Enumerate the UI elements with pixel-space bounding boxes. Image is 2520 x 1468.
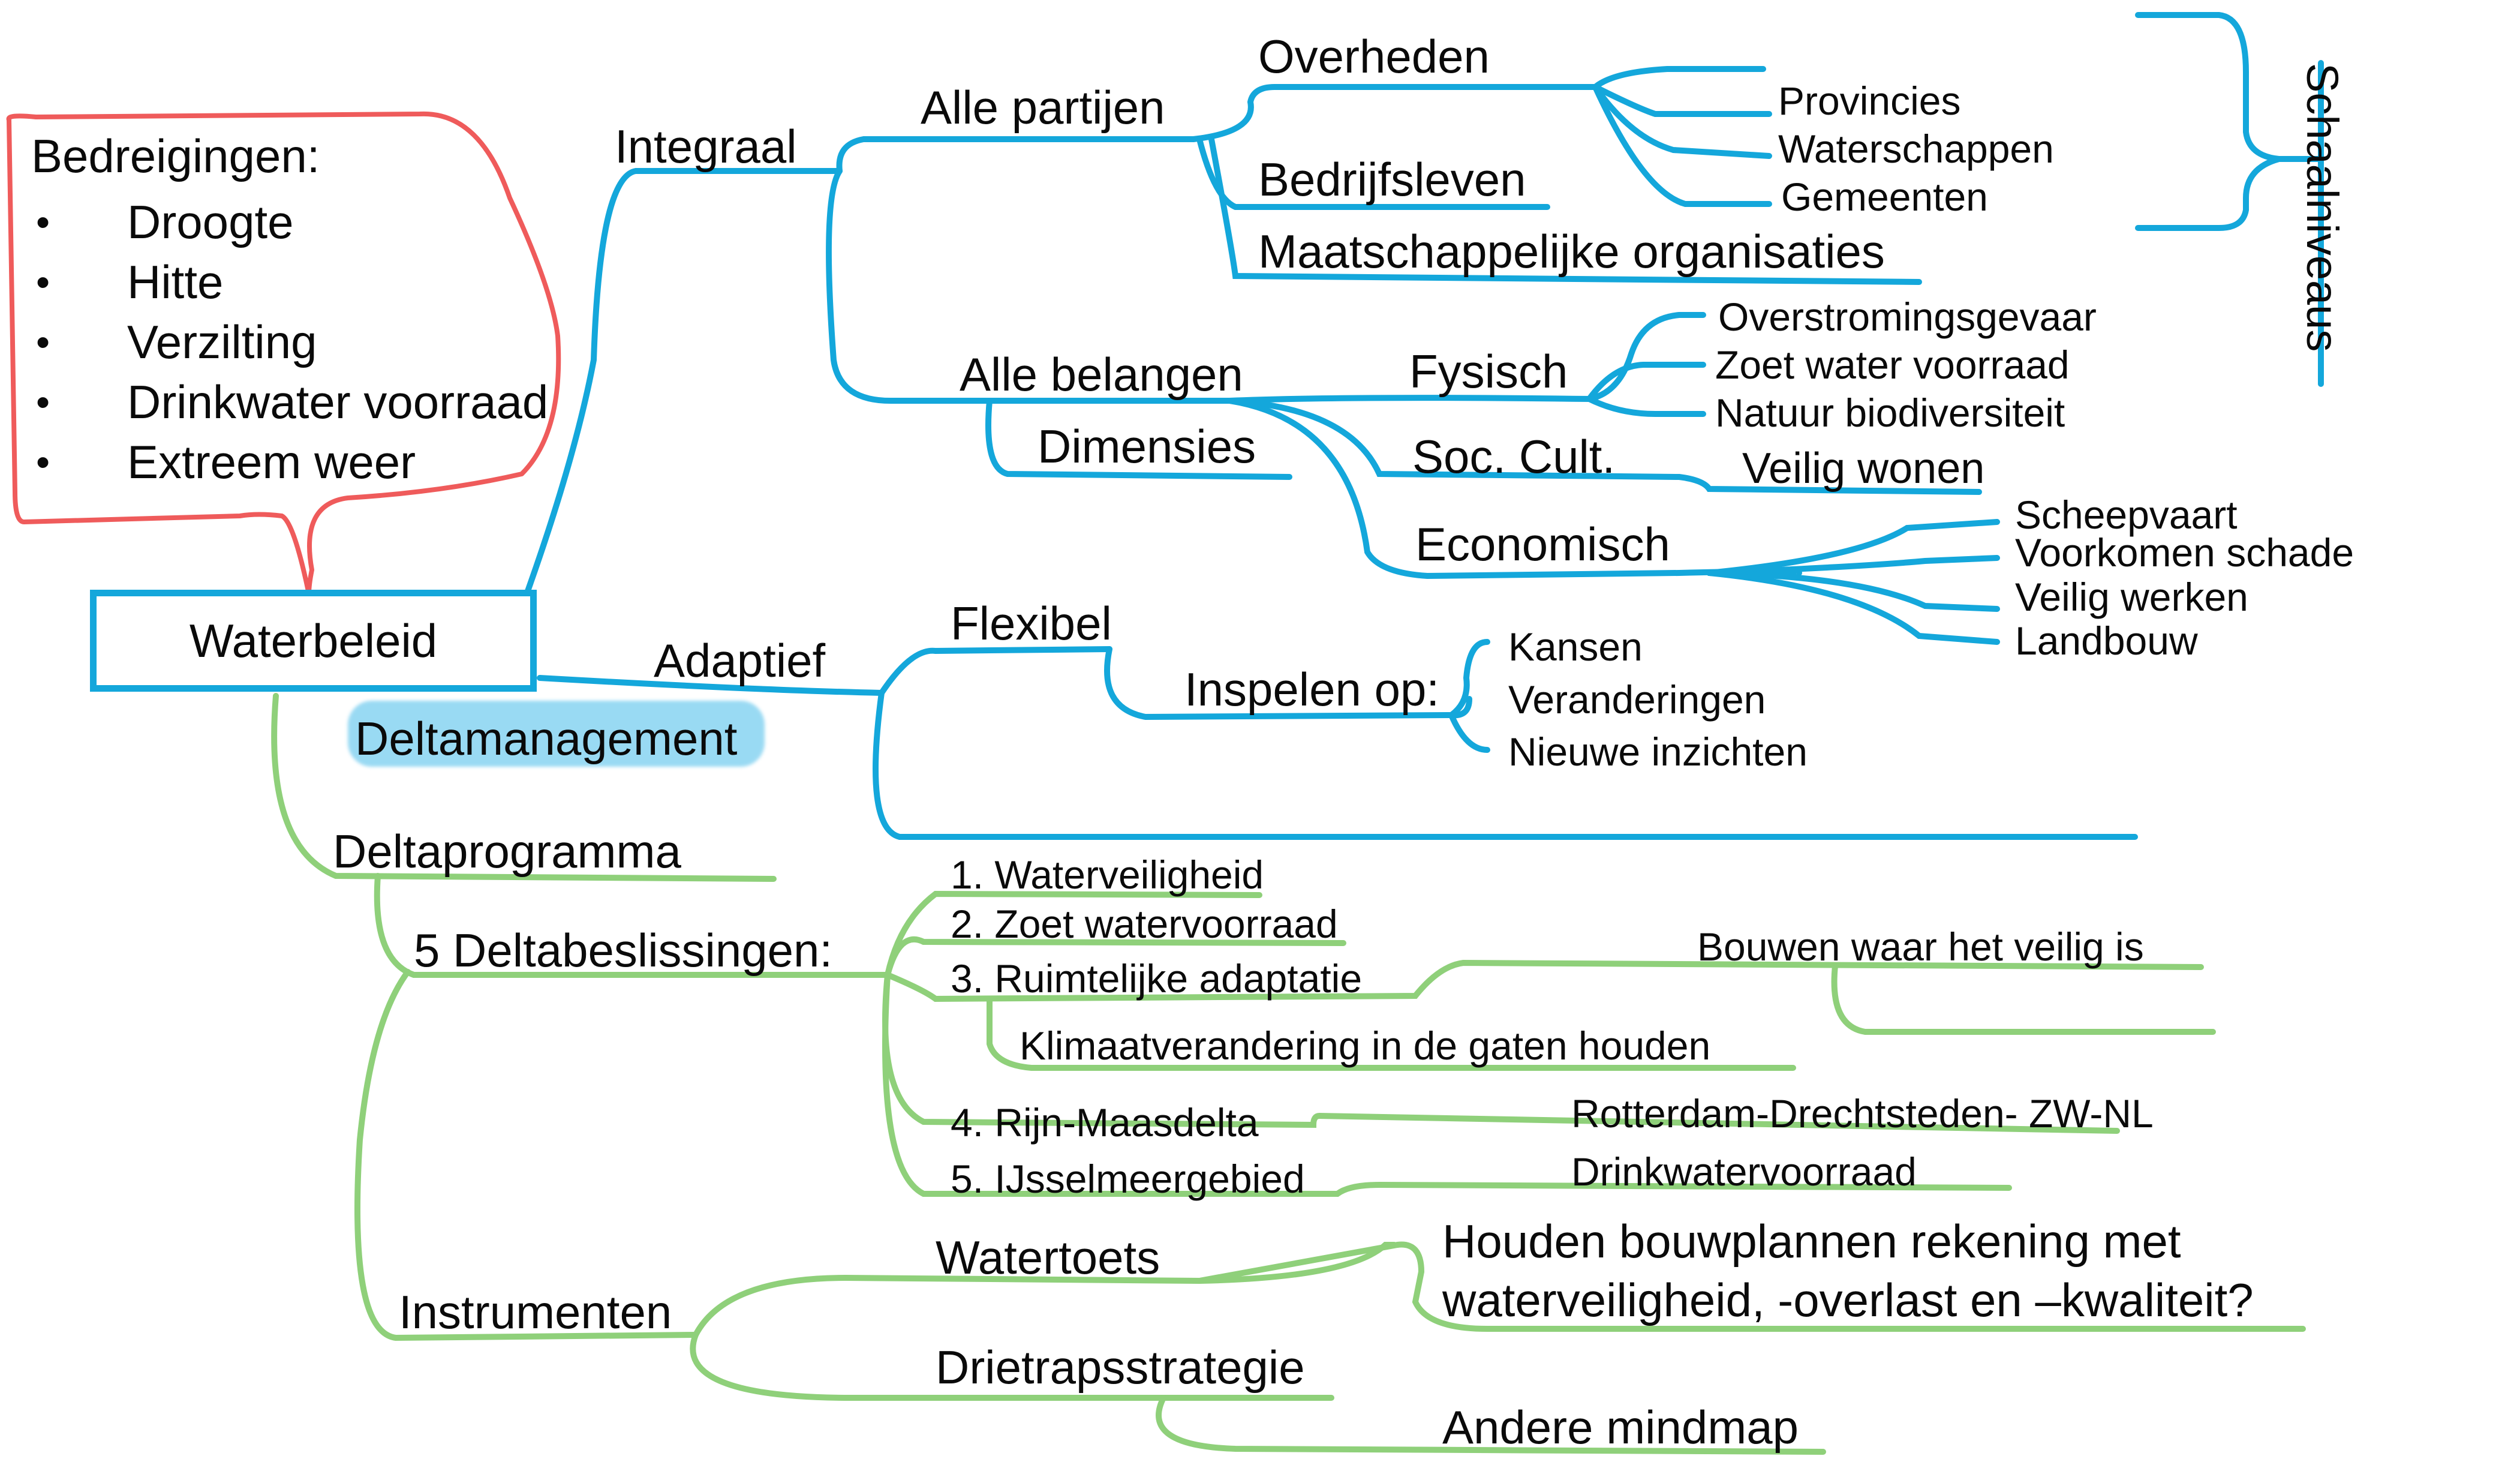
node-alle-partijen: Alle partijen <box>921 81 1165 134</box>
threat-label: Drinkwater voorraad <box>127 375 549 428</box>
node-alle-belangen: Alle belangen <box>960 348 1243 401</box>
node-drietrapsstrategie: Drietrapsstrategie <box>936 1341 1305 1394</box>
node-fysisch: Fysisch <box>1409 345 1568 398</box>
threat-item: •Extreem weer <box>36 435 416 488</box>
node-kansen: Kansen <box>1508 625 1643 669</box>
node-voorkomen-schade: Voorkomen schade <box>2015 530 2354 575</box>
root-label: Waterbeleid <box>189 614 438 667</box>
node-rotterdam-drechtsteden: Rotterdam-Drechtsteden- ZW-NL <box>1571 1091 2154 1136</box>
node-soc-cult: Soc. Cult. <box>1412 430 1616 483</box>
node-5-deltabeslissingen: 5 Deltabeslissingen: <box>414 924 833 977</box>
threat-label: Hitte <box>127 255 224 308</box>
node-klimaatverandering: Klimaatverandering in de gaten houden <box>1020 1023 1711 1068</box>
node-scheepvaart: Scheepvaart <box>2015 493 2238 537</box>
node-houden-line1: Houden bouwplannen rekening met <box>1442 1215 2181 1268</box>
deltamanagement-label: Deltamanagement <box>355 712 738 765</box>
threats-bubble <box>6 111 561 596</box>
node-integraal: Integraal <box>615 120 797 173</box>
node-economisch: Economisch <box>1415 518 1670 571</box>
node-bedrijfsleven: Bedrijfsleven <box>1258 153 1526 206</box>
root-node: Waterbeleid <box>90 590 537 692</box>
threats-list: Bedreigingen: •Droogte •Hitte •Verziltin… <box>31 129 548 492</box>
node-instrumenten: Instrumenten <box>399 1286 672 1338</box>
threat-item: •Hitte <box>36 255 224 308</box>
node-adaptief: Adaptief <box>654 634 826 687</box>
node-veranderingen: Veranderingen <box>1508 677 1766 722</box>
threat-item: •Drinkwater voorraad <box>36 375 549 428</box>
node-nieuwe-inzichten: Nieuwe inzichten <box>1508 730 1808 774</box>
threat-item: •Verzilting <box>36 315 317 368</box>
node-flexibel: Flexibel <box>951 597 1112 650</box>
threat-item: •Droogte <box>36 195 294 248</box>
node-deltaprogramma: Deltaprogramma <box>333 825 681 878</box>
node-dimensies: Dimensies <box>1038 420 1256 473</box>
node-overstromingsgevaar: Overstromingsgevaar <box>1718 295 2097 339</box>
node-houden-line2: waterveiligheid, -overlast en –kwaliteit… <box>1442 1274 2254 1326</box>
node-andere-mindmap: Andere mindmap <box>1442 1401 1799 1454</box>
node-schaalniveaus: Schaalniveaus <box>2298 63 2347 352</box>
node-waterschappen: Waterschappen <box>1778 127 2054 171</box>
node-maatschappelijke: Maatschappelijke organisaties <box>1258 225 1885 278</box>
node-natuur-biodiversiteit: Natuur biodiversiteit <box>1715 391 2065 435</box>
node-zoet-water-voorraad: Zoet water voorraad <box>1715 343 2070 387</box>
node-ruimtelijke-adaptatie: 3. Ruimtelijke adaptatie <box>951 956 1363 1001</box>
node-veilig-wonen: Veilig wonen <box>1742 445 1985 493</box>
node-zoet-watervoorraad: 2. Zoet watervoorraad <box>951 902 1338 946</box>
node-inspelen-op: Inspelen op: <box>1184 663 1440 716</box>
threats-title: Bedreigingen: <box>31 130 320 182</box>
node-watertoets: Watertoets <box>936 1231 1160 1284</box>
node-gemeenten: Gemeenten <box>1781 175 1988 219</box>
threat-label: Droogte <box>127 195 294 248</box>
node-overheden: Overheden <box>1258 30 1490 83</box>
node-veilig-werken: Veilig werken <box>2015 575 2248 619</box>
node-ijsselmeergebied: 5. IJsselmeergebied <box>951 1157 1305 1201</box>
node-provincies: Provincies <box>1778 79 1961 123</box>
node-landbouw: Landbouw <box>2015 619 2198 663</box>
threat-label: Verzilting <box>127 315 317 368</box>
threat-label: Extreem weer <box>127 435 416 488</box>
node-rijn-maasdelta: 4. Rijn-Maasdelta <box>951 1100 1259 1145</box>
node-drinkwatervoorraad: Drinkwatervoorraad <box>1571 1149 1917 1194</box>
deltamanagement-highlight <box>348 701 765 767</box>
node-bouwen-veilig: Bouwen waar het veilig is <box>1697 924 2144 969</box>
node-waterveiligheid: 1. Waterveiligheid <box>951 852 1264 897</box>
